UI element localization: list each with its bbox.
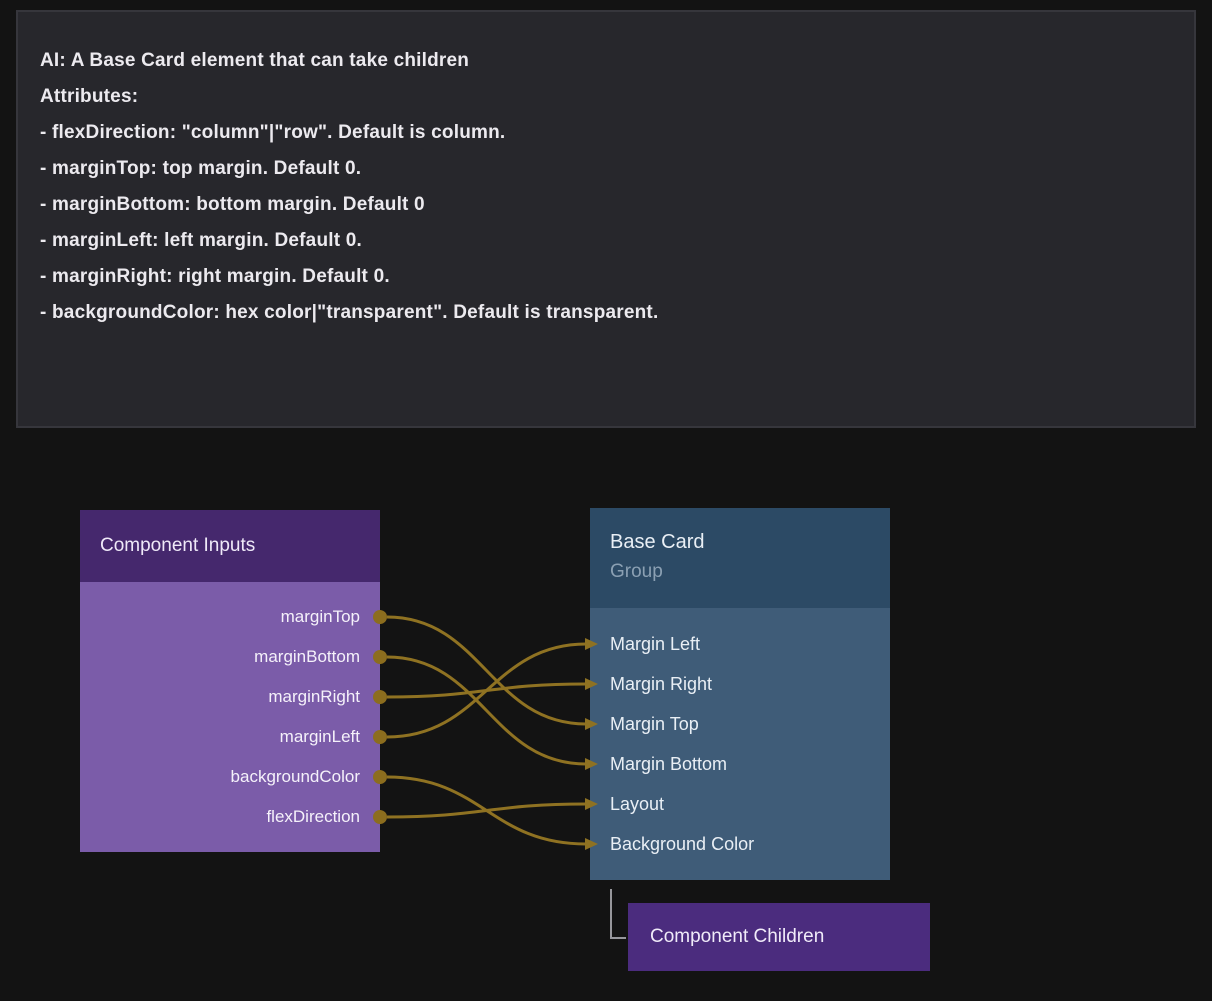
prompt-line: - marginBottom: bottom margin. Default 0 xyxy=(40,194,425,215)
base-card-subtitle: Group xyxy=(610,561,663,582)
output-port-dot[interactable] xyxy=(373,650,387,664)
port-label: flexDirection xyxy=(266,807,360,826)
base-card-port-row[interactable]: Background Color xyxy=(590,824,890,864)
prompt-line: - marginRight: right margin. Default 0. xyxy=(40,266,390,287)
port-label: Margin Bottom xyxy=(610,753,728,774)
base-card-port-row[interactable]: Layout xyxy=(590,784,890,824)
port-label: marginRight xyxy=(268,687,360,706)
base-card-node[interactable]: Base Card Group Margin Left Margin Right… xyxy=(590,508,890,880)
port-label: backgroundColor xyxy=(230,767,360,786)
port-label: Margin Right xyxy=(610,673,713,694)
output-port-dot[interactable] xyxy=(373,610,387,624)
base-card-header[interactable]: Base Card Group xyxy=(590,508,890,608)
prompt-line: - marginTop: top margin. Default 0. xyxy=(40,158,362,179)
output-port-dot[interactable] xyxy=(373,690,387,704)
ai-prompt-panel: AI: A Base Card element that can take ch… xyxy=(16,10,1196,428)
prompt-line: AI: A Base Card element that can take ch… xyxy=(40,50,470,71)
prompt-line: Attributes: xyxy=(40,86,139,107)
port-label: Layout xyxy=(610,793,665,814)
base-card-body: Margin Left Margin Right Margin Top Marg… xyxy=(590,608,890,880)
output-port-dot[interactable] xyxy=(373,770,387,784)
output-port-dot[interactable] xyxy=(373,810,387,824)
base-card-port-row[interactable]: Margin Left xyxy=(590,624,890,664)
component-inputs-header[interactable]: Component Inputs xyxy=(80,510,380,582)
prompt-line: - flexDirection: "column"|"row". Default… xyxy=(40,122,506,143)
input-port-row[interactable]: marginTop xyxy=(80,597,387,637)
port-label: Background Color xyxy=(610,833,755,854)
input-port-row[interactable]: flexDirection xyxy=(80,797,387,837)
base-card-title: Base Card xyxy=(610,531,705,553)
base-card-port-row[interactable]: Margin Right xyxy=(590,664,890,704)
port-label: Margin Top xyxy=(610,713,699,734)
base-card-port-row[interactable]: Margin Top xyxy=(590,704,890,744)
component-inputs-node[interactable]: Component Inputs marginTop marginBottom … xyxy=(80,510,387,852)
component-children-title: Component Children xyxy=(650,926,825,947)
port-label: Margin Left xyxy=(610,633,701,654)
port-label: marginBottom xyxy=(254,647,360,666)
input-port-row[interactable]: marginRight xyxy=(80,677,387,717)
component-children-node[interactable]: Component Children xyxy=(628,903,930,971)
component-inputs-body: marginTop marginBottom marginRight margi… xyxy=(80,582,387,852)
prompt-line: - backgroundColor: hex color|"transparen… xyxy=(40,302,659,323)
input-port-row[interactable]: marginBottom xyxy=(80,637,387,677)
base-card-port-row[interactable]: Margin Bottom xyxy=(590,744,890,784)
port-label: marginTop xyxy=(280,607,360,626)
input-port-row[interactable]: marginLeft xyxy=(80,717,387,757)
prompt-line: - marginLeft: left margin. Default 0. xyxy=(40,230,362,251)
output-port-dot[interactable] xyxy=(373,730,387,744)
port-label: marginLeft xyxy=(279,727,360,746)
input-port-row[interactable]: backgroundColor xyxy=(80,757,387,797)
component-inputs-title: Component Inputs xyxy=(100,535,256,556)
